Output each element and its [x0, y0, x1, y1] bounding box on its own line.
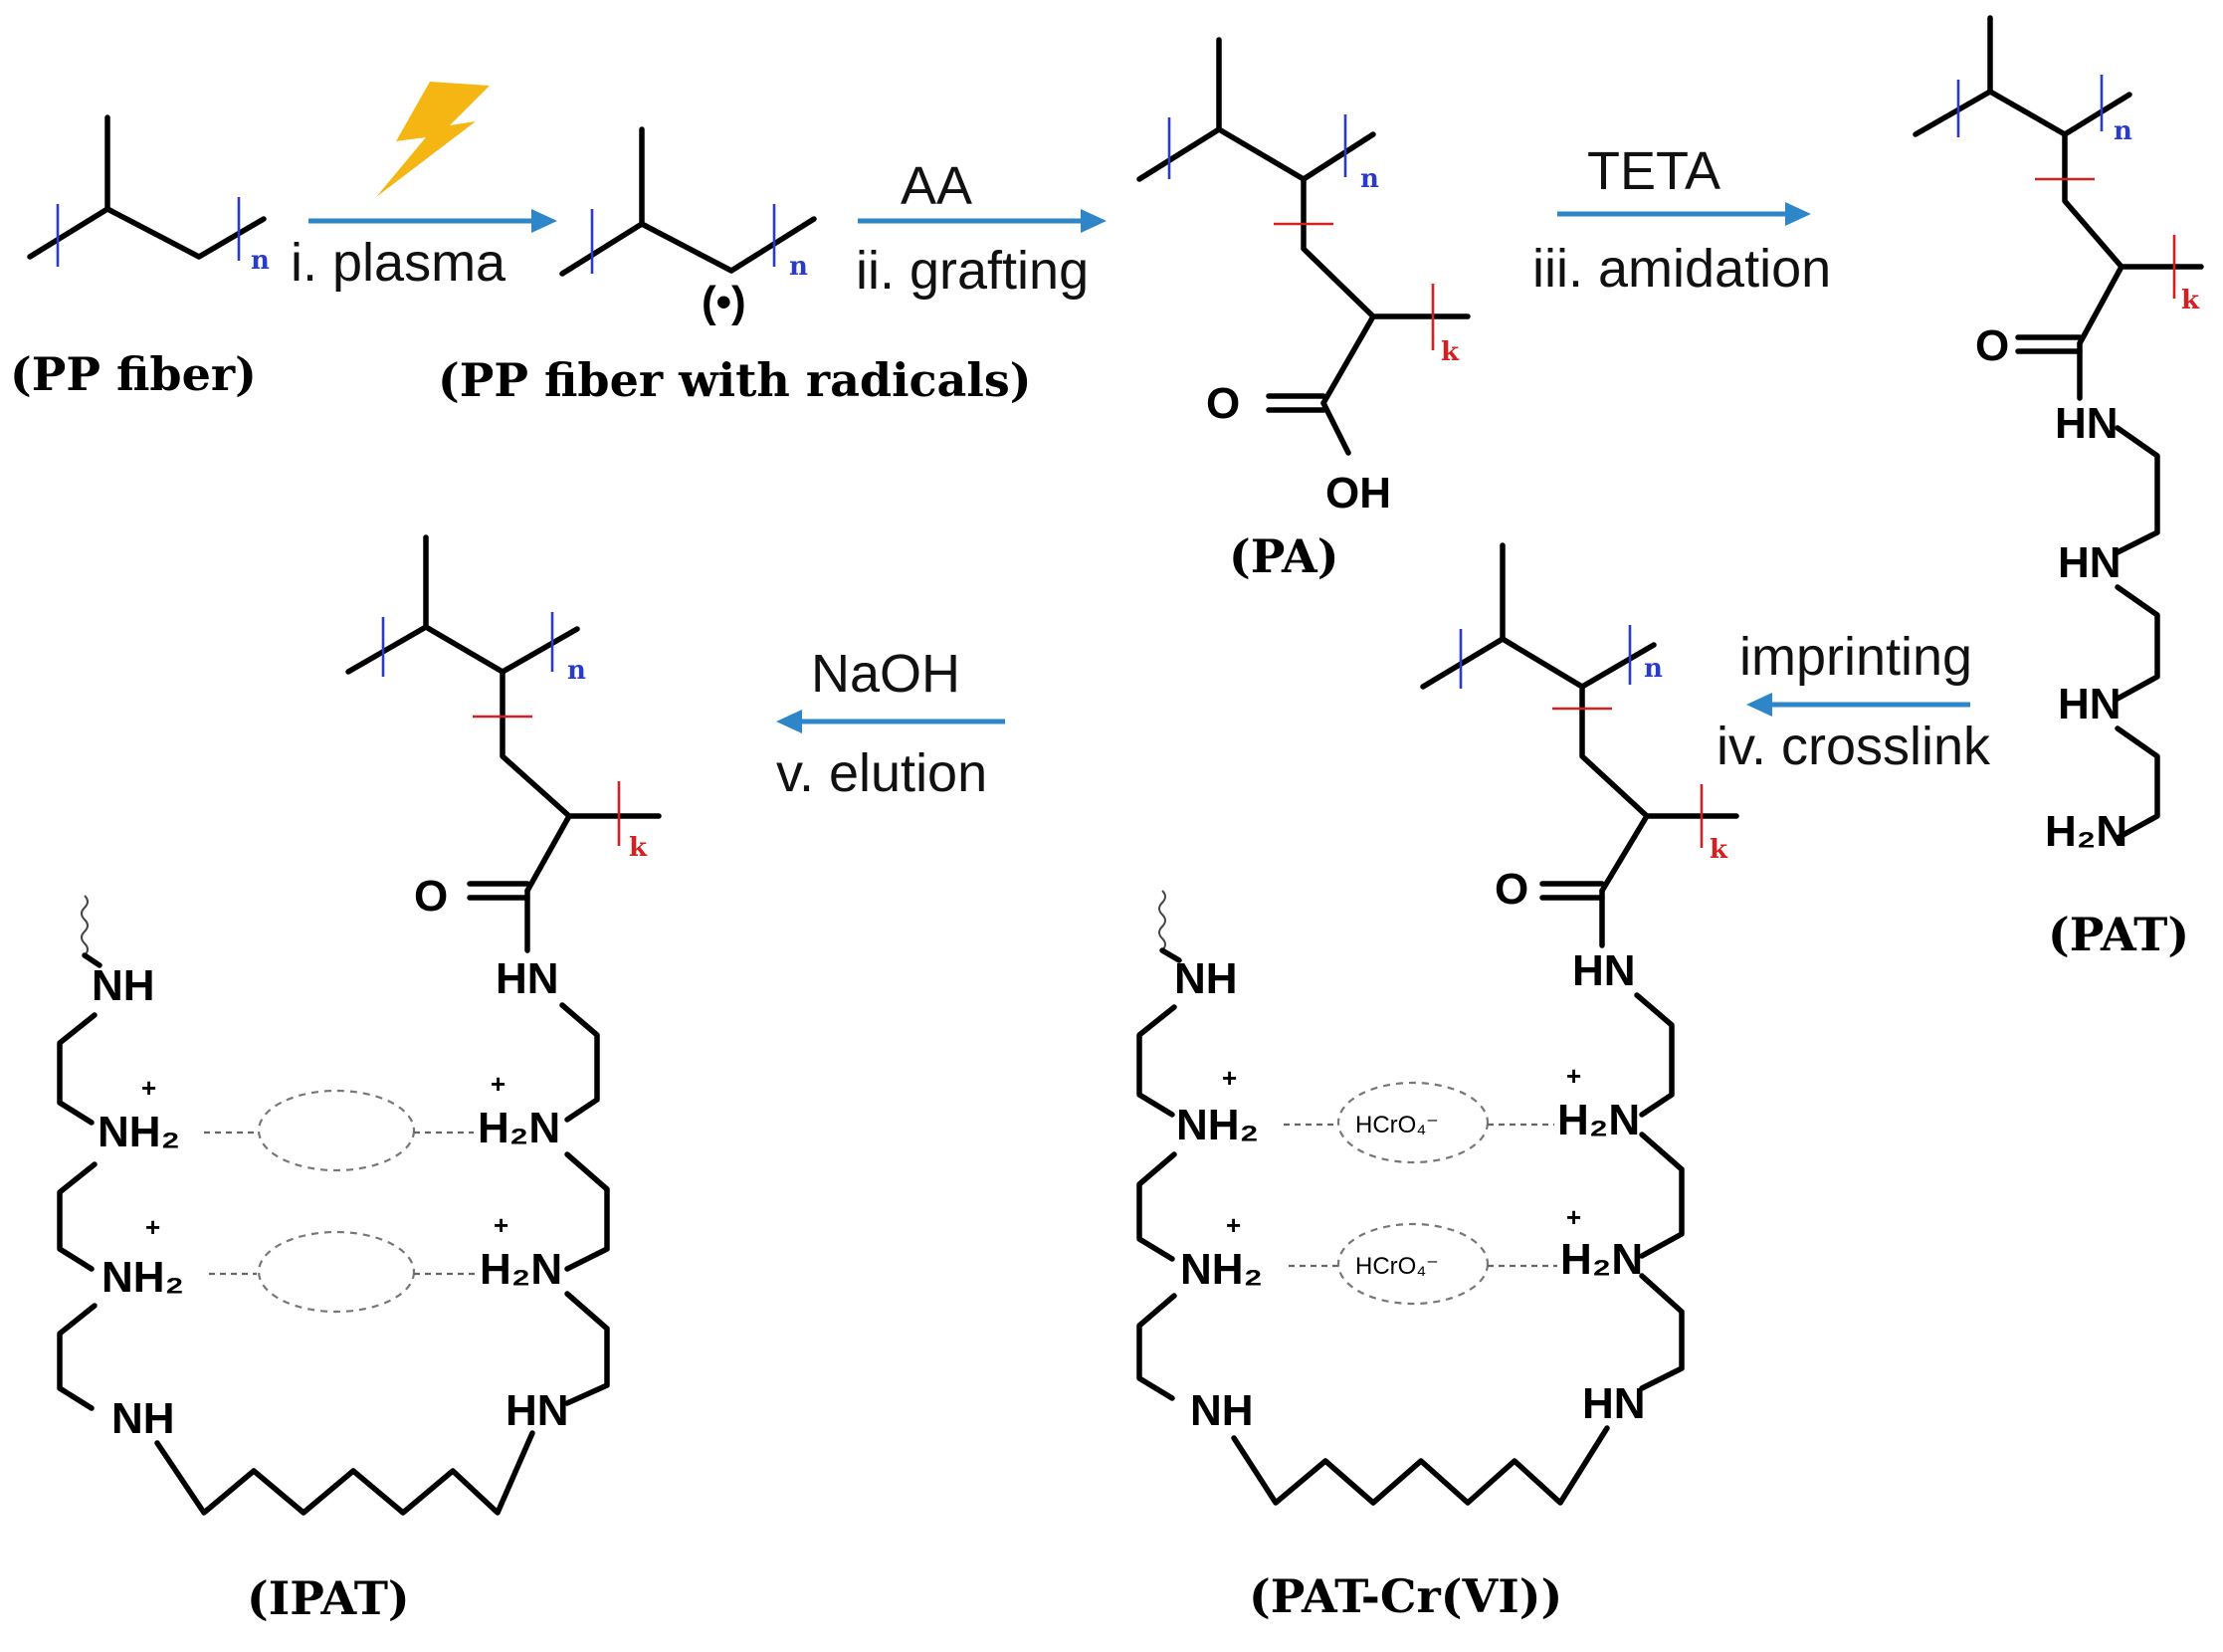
patcr-h2n-2: H₂N — [1560, 1235, 1643, 1284]
label-pat: (PAT) — [2048, 908, 2189, 961]
pa-carbonyl-o: O — [1206, 379, 1240, 428]
ipat-repeat-k: k — [629, 833, 648, 863]
pp-repeat-n: n — [251, 246, 270, 276]
patcr-cage-1 — [1336, 1081, 1490, 1164]
lightning-bolt-icon — [376, 82, 490, 197]
patcr-hn-bottom: HN — [1582, 1379, 1646, 1428]
ipat-plus-r1: + — [491, 1069, 505, 1099]
patcr-plus-l1: + — [1222, 1063, 1237, 1093]
pa-repeat-n: n — [1360, 164, 1379, 194]
step-crosslink-reagent: imprinting — [1739, 627, 1972, 687]
ipat-nh-bottom: NH — [111, 1394, 175, 1443]
patcr-nh-top: NH — [1174, 954, 1238, 1003]
ppr-repeat-n: n — [789, 252, 808, 282]
ipat-plus-r2: + — [494, 1210, 508, 1240]
label-pat-cr: (PAT-Cr(VI)) — [1249, 1569, 1562, 1623]
pa-repeat-k: k — [1441, 337, 1460, 367]
ipat-h2n-2: H₂N — [480, 1245, 562, 1294]
step-elution-label: v. elution — [776, 743, 987, 803]
pat-carbonyl-o: O — [1975, 321, 2009, 370]
ipat-nh-top: NH — [92, 961, 155, 1010]
patcr-plus-r2: + — [1566, 1202, 1581, 1232]
patcr-amide-hn: HN — [1572, 946, 1636, 995]
ipat-carbonyl-o: O — [414, 872, 448, 921]
pa-structure: n k O OH (PA) — [1136, 37, 1471, 583]
patcr-nh-bottom: NH — [1190, 1386, 1254, 1435]
ipat-repeat-n: n — [567, 656, 586, 686]
step-grafting-label: ii. grafting — [856, 241, 1089, 301]
ipat-cavity-1 — [257, 1089, 416, 1172]
step-plasma: i. plasma — [291, 82, 557, 293]
patcr-plus-r1: + — [1566, 1061, 1581, 1091]
patcr-cage-2 — [1336, 1222, 1490, 1306]
pat-repeat-n: n — [2114, 116, 2132, 146]
ipat-hn-bottom: HN — [505, 1386, 569, 1435]
step-elution-reagent: NaOH — [811, 644, 960, 704]
patcr-hcro4-2: HCrO₄⁻ — [1355, 1253, 1439, 1280]
label-pp-radicals: (PP fiber with radicals) — [438, 353, 1032, 407]
step-amidation: TETA iii. amidation — [1532, 141, 1831, 299]
patcr-repeat-k: k — [1710, 835, 1728, 865]
pat-repeat-k: k — [2181, 286, 2200, 315]
pat-cr-structure: n k O HN + H₂N + H₂N HN NH + NH₂ + NH₂ N… — [1136, 542, 1739, 1623]
ipat-plus-l2: + — [145, 1212, 160, 1242]
pat-structure: n k O HN HN HN H₂N (PAT) — [1913, 15, 2204, 961]
pat-amine-hn-2: HN — [2058, 680, 2122, 728]
step-amidation-reagent: TETA — [1587, 141, 1720, 201]
patcr-hcro4-1: HCrO₄⁻ — [1355, 1112, 1439, 1138]
label-pp-fiber: (PP fiber) — [10, 347, 257, 401]
ipat-nh2-1: NH₂ — [98, 1108, 180, 1156]
patcr-plus-l2: + — [1226, 1210, 1241, 1240]
patcr-nh2-1: NH₂ — [1176, 1101, 1259, 1149]
ipat-structure: n k O HN + H₂N + H₂N HN NH + NH₂ + NH₂ N… — [57, 534, 662, 1625]
radical-dot: (•) — [702, 278, 746, 326]
ipat-h2n-1: H₂N — [478, 1104, 560, 1152]
ipat-cavity-2 — [257, 1230, 416, 1314]
step-crosslink-label: iv. crosslink — [1717, 717, 1991, 776]
patcr-h2n-1: H₂N — [1557, 1096, 1640, 1144]
pp-radical-structure: n (•) (PP fiber with radicals) — [438, 126, 1032, 407]
ipat-nh2-2: NH₂ — [101, 1253, 184, 1302]
pat-amine-hn-1: HN — [2058, 538, 2122, 587]
ipat-plus-l1: + — [141, 1073, 156, 1103]
label-ipat: (IPAT) — [247, 1571, 410, 1625]
step-grafting: AA ii. grafting — [856, 156, 1107, 301]
ipat-amide-hn: HN — [496, 954, 559, 1003]
patcr-carbonyl-o: O — [1495, 865, 1528, 914]
pp-fiber-structure: n (PP fiber) — [10, 114, 270, 401]
step-plasma-label: i. plasma — [291, 233, 506, 293]
step-crosslink: imprinting iv. crosslink — [1717, 627, 1991, 776]
step-amidation-label: iii. amidation — [1532, 239, 1831, 299]
label-pa: (PA) — [1229, 529, 1338, 583]
patcr-repeat-n: n — [1644, 654, 1663, 684]
step-grafting-reagent: AA — [901, 156, 972, 216]
pat-amide-hn: HN — [2055, 399, 2119, 448]
pa-hydroxyl: OH — [1325, 469, 1391, 517]
step-elution: NaOH v. elution — [776, 644, 1005, 803]
pat-terminal-h2n: H₂N — [2045, 807, 2127, 856]
patcr-nh2-2: NH₂ — [1180, 1245, 1263, 1294]
